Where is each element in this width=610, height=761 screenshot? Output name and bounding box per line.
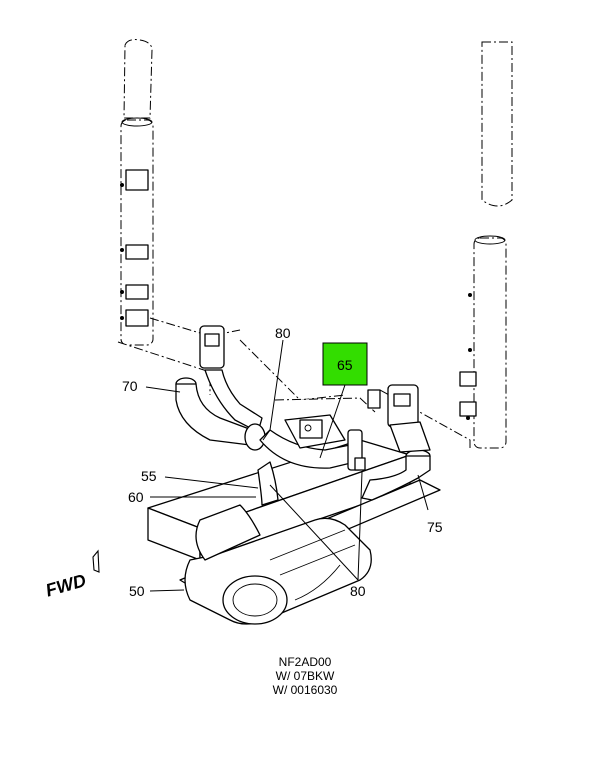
highlight-box-65 <box>322 342 368 386</box>
footer-line-3: W/ 0016030 <box>272 683 338 697</box>
leader-lines <box>145 339 429 592</box>
fwd-arrow-icon <box>92 549 100 573</box>
callout-70[interactable]: 70 <box>122 378 138 394</box>
callout-65[interactable]: 65 <box>337 357 353 373</box>
center-pipe-assembly <box>244 389 381 506</box>
callout-50[interactable]: 50 <box>129 583 145 599</box>
callout-75[interactable]: 75 <box>427 519 443 535</box>
footer-line-1: NF2AD00 <box>278 655 332 669</box>
fwd-label: FWD <box>43 570 88 601</box>
callout-60[interactable]: 60 <box>128 489 144 505</box>
forward-orientation-indicator: FWD <box>43 570 88 601</box>
right-exhaust-stack <box>459 41 513 449</box>
callout-55[interactable]: 55 <box>141 468 157 484</box>
left-exhaust-pipe <box>175 325 263 446</box>
right-exhaust-pipe <box>361 384 431 501</box>
footer-line-2: W/ 07BKW <box>275 669 335 683</box>
left-exhaust-stack <box>120 39 154 346</box>
callout-80-bottom[interactable]: 80 <box>350 583 366 599</box>
callout-80-top[interactable]: 80 <box>275 325 291 341</box>
